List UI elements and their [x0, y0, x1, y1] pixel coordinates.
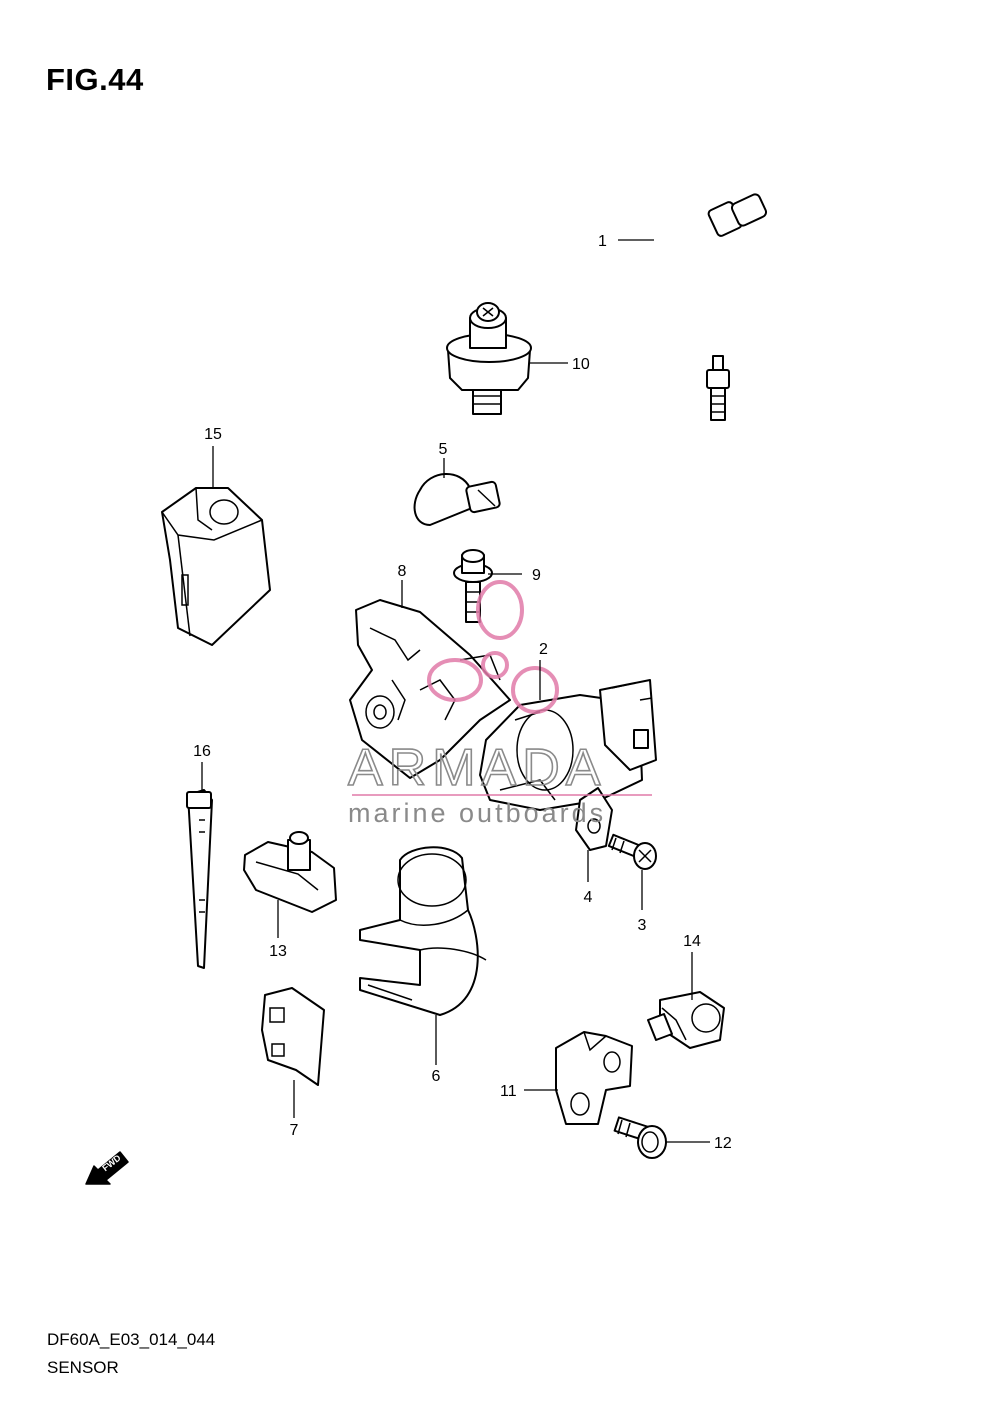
part-6-clamp[interactable] [359, 846, 487, 1016]
callout-4[interactable]: 4 [584, 889, 593, 906]
part-3-screw[interactable] [607, 833, 657, 870]
part-9-bolt[interactable] [453, 549, 493, 623]
part-11-bracket[interactable] [555, 1031, 633, 1125]
part-7-cover[interactable] [261, 987, 325, 1086]
leader-lines [201, 239, 710, 1143]
callout-8[interactable]: 8 [398, 563, 407, 580]
watermark-brand: ARMADA [348, 739, 606, 797]
part-5-sensor-cap[interactable] [413, 473, 501, 526]
figure-title: FIG.44 [46, 62, 144, 97]
part-16-cable-tie[interactable] [186, 789, 213, 969]
callout-9[interactable]: 9 [532, 567, 541, 584]
part-15-holder[interactable] [161, 487, 271, 646]
part-13-clamp[interactable] [243, 831, 337, 913]
callout-12[interactable]: 12 [714, 1135, 732, 1152]
callout-6[interactable]: 6 [432, 1068, 441, 1085]
armada-watermark: ARMADA marine outboards [347, 580, 652, 828]
part-14-clamp[interactable] [647, 991, 725, 1049]
callout-3[interactable]: 3 [638, 917, 647, 934]
callout-labels: 1 2 3 4 5 6 7 8 9 10 11 12 13 14 15 16 [193, 233, 732, 1152]
watermark-tagline: marine outboards [348, 798, 606, 828]
figure-name: SENSOR [47, 1358, 119, 1377]
armada-logo-icon [427, 580, 559, 714]
part-2-sensor[interactable] [479, 679, 657, 811]
callout-14[interactable]: 14 [683, 933, 701, 950]
callout-1[interactable]: 1 [598, 233, 607, 250]
part-12-bolt[interactable] [613, 1116, 667, 1159]
callout-5[interactable]: 5 [439, 441, 448, 458]
figure-code: DF60A_E03_014_044 [47, 1330, 216, 1349]
callout-13[interactable]: 13 [269, 943, 287, 960]
callout-7[interactable]: 7 [290, 1122, 299, 1139]
part-10-pressure-switch[interactable] [446, 302, 532, 415]
callout-16[interactable]: 16 [193, 743, 211, 760]
callout-11[interactable]: 11 [500, 1083, 517, 1100]
fwd-arrow-icon: FWD [85, 1151, 129, 1185]
callout-2[interactable]: 2 [539, 641, 548, 658]
part-1-temperature-sensor[interactable] [652, 193, 768, 421]
callout-10[interactable]: 10 [572, 356, 590, 373]
callout-15[interactable]: 15 [204, 426, 222, 443]
part-4-plate[interactable] [575, 787, 613, 851]
